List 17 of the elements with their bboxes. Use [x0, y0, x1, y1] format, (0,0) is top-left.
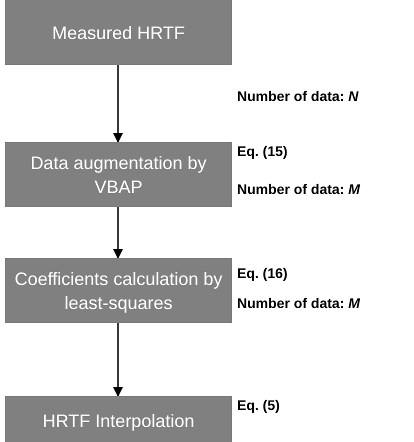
- arrow: [113, 207, 123, 259]
- arrow: [113, 323, 123, 397]
- box-label: Measured HRTF: [52, 22, 185, 44]
- annotation: Number of data: N: [237, 88, 358, 104]
- annotation: Eq. (5): [237, 397, 280, 413]
- arrow: [113, 65, 123, 143]
- annotation: Eq. (16): [237, 265, 288, 281]
- process-box: [5, 396, 232, 442]
- annotation: Number of data: M: [237, 181, 360, 197]
- annotation: Number of data: M: [237, 295, 360, 311]
- process-box: [5, 258, 232, 323]
- box-label: Data augmentation by VBAP: [29, 152, 208, 198]
- annotation: Eq. (15): [237, 143, 288, 159]
- process-box: [5, 0, 232, 65]
- box-label: Coefficients calculation by least-squares: [14, 268, 224, 314]
- process-box: [5, 142, 232, 207]
- box-label: HRTF Interpolation: [42, 410, 194, 433]
